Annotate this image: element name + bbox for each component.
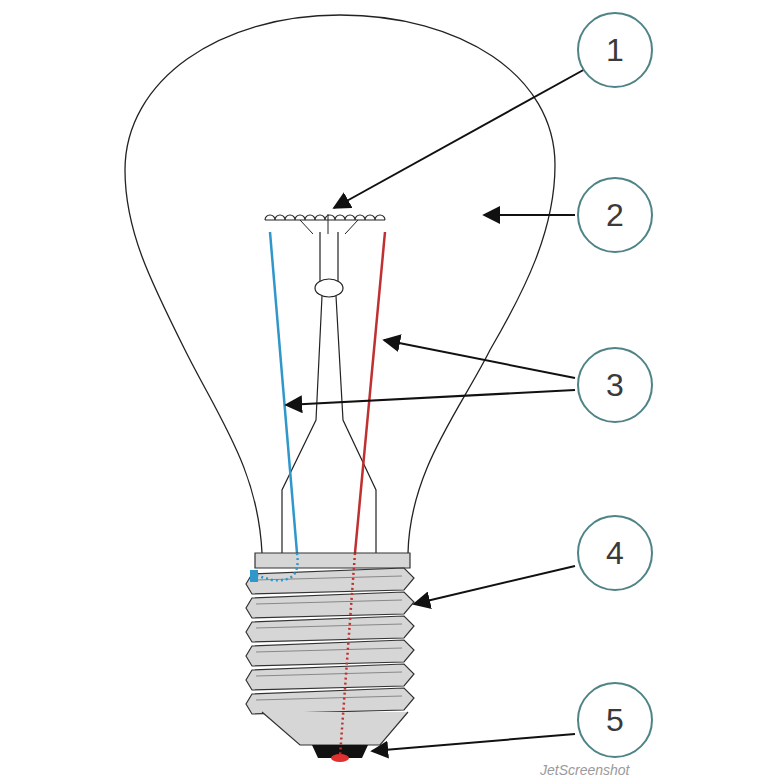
lead-wire (355, 232, 385, 553)
filament (265, 215, 385, 220)
thread-shade (256, 648, 402, 652)
thread-turn (246, 688, 414, 714)
callout-circle: 2 (577, 177, 653, 253)
thread-shade (256, 672, 402, 676)
thread-turn (246, 616, 414, 642)
callout-number: 4 (606, 537, 624, 569)
contact-solder (331, 754, 349, 762)
lead-solder (250, 570, 258, 582)
callout-circle: 3 (577, 347, 653, 423)
thread-shade (256, 696, 402, 700)
callout-circle: 5 (577, 682, 653, 758)
callout-number: 2 (606, 199, 624, 231)
callout-number: 1 (606, 34, 624, 66)
watermark: JetScreenshot (540, 762, 630, 778)
glass-bulb (125, 15, 555, 553)
thread-turn (246, 640, 414, 666)
thread-shade (256, 624, 402, 628)
glass-stem (282, 232, 376, 553)
lamp-base (255, 553, 410, 568)
support-wire (300, 214, 358, 234)
base-insulator (262, 712, 408, 745)
callout-circle: 1 (577, 12, 653, 88)
lead-wire (258, 553, 298, 580)
thread-turn (246, 592, 414, 618)
filament-coil (265, 215, 385, 220)
stem-button (315, 279, 343, 297)
thread-turn (246, 664, 414, 690)
leader-line (286, 68, 587, 751)
callout-circle: 4 (577, 515, 653, 591)
callout-number: 3 (606, 369, 624, 401)
lead-wire (340, 553, 355, 756)
screw-thread (246, 568, 414, 714)
thread-shade (256, 600, 402, 604)
callout-number: 5 (606, 704, 624, 736)
thread-shade (256, 576, 402, 580)
lead-wire (270, 232, 297, 553)
